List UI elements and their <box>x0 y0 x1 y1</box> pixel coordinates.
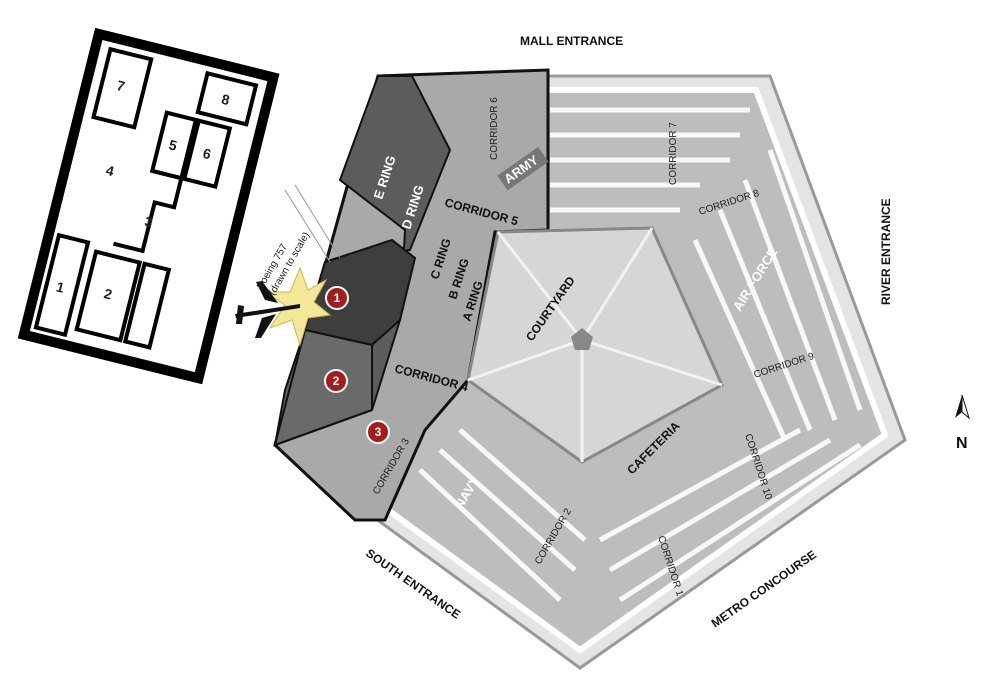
inset-number: 7 <box>115 77 127 94</box>
courtyard-paths <box>467 227 723 462</box>
north-arrow-icon: N <box>955 394 970 452</box>
inset-floor-plan: 7 8 5 6 4 3 1 2 <box>17 27 280 385</box>
river-entrance-label: RIVER ENTRANCE <box>879 198 893 305</box>
mall-entrance-label: MALL ENTRANCE <box>520 34 623 48</box>
flight-path-line <box>294 184 341 259</box>
impact-zone-lower <box>273 328 373 447</box>
inset-number: 8 <box>220 91 232 108</box>
inset-number: 1 <box>55 278 67 295</box>
corridor-label-7: CORRIDOR 7 <box>668 122 679 185</box>
flight-path-line <box>284 189 331 263</box>
corridor-label-6: CORRIDOR 6 <box>489 97 500 160</box>
wing-stripes <box>418 107 863 603</box>
airplane-icon <box>235 281 300 338</box>
inset-number: 6 <box>201 145 213 162</box>
inset-number: 5 <box>167 136 179 153</box>
svg-text:3: 3 <box>375 425 382 439</box>
svg-text:N: N <box>956 435 968 452</box>
impact-marker-1: 1 <box>325 286 349 310</box>
svg-text:1: 1 <box>334 291 341 305</box>
inset-number: 3 <box>143 213 155 230</box>
courtyard-center-icon <box>571 328 593 350</box>
inset-number: 2 <box>102 285 114 302</box>
svg-text:2: 2 <box>333 374 340 388</box>
inset-number: 4 <box>104 162 116 179</box>
impact-marker-3: 3 <box>366 420 390 444</box>
impact-marker-2: 2 <box>324 369 348 393</box>
